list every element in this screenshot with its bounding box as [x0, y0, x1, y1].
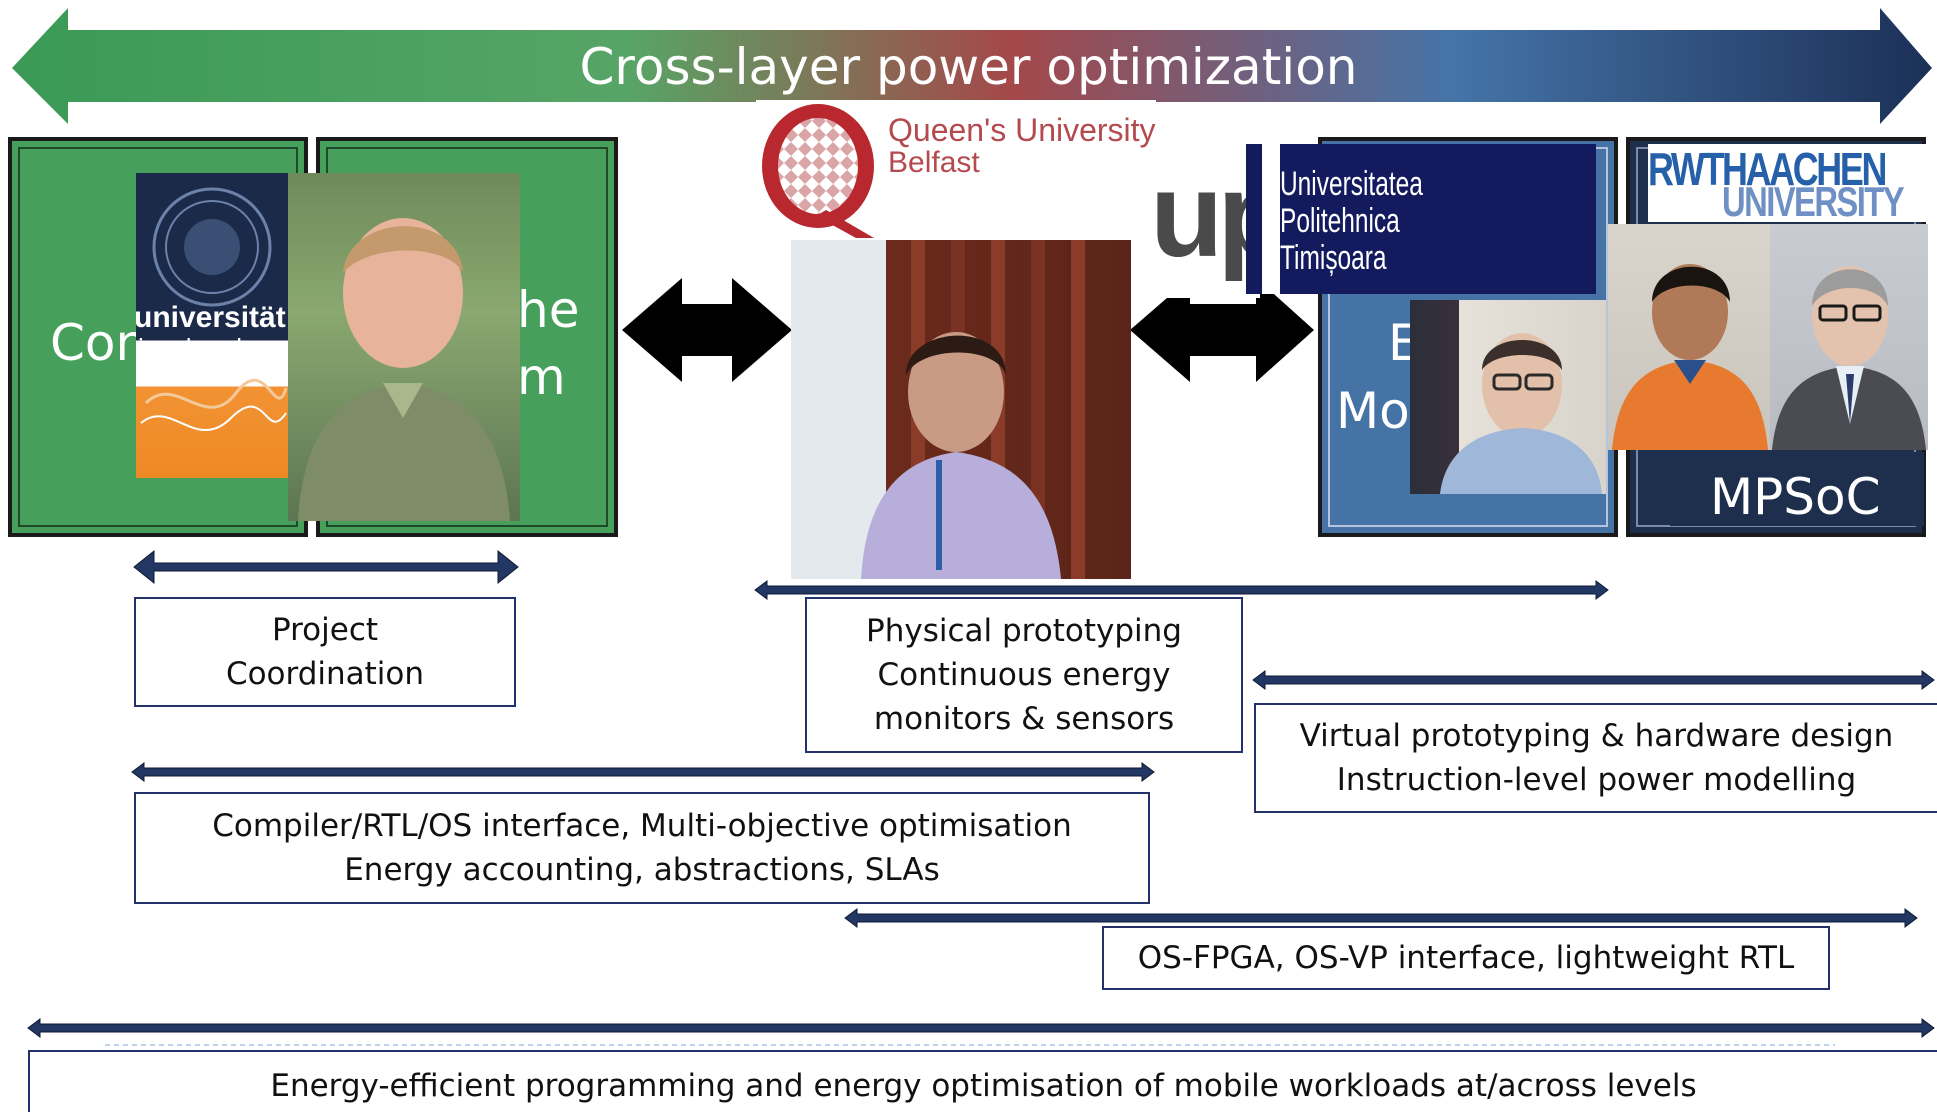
cross-layer-arrow: [12, 8, 1932, 124]
double-arrow-right: [1130, 278, 1314, 382]
box-line: Project: [271, 612, 379, 648]
panel-text-mpsoc: MPSoC: [1710, 468, 1881, 526]
box-line: Coordination: [225, 656, 425, 692]
photo-person-rwth-2: [1770, 224, 1928, 450]
box-physical-prototyping: Physical prototyping Continuous energy m…: [805, 597, 1243, 753]
box-project-coordination: Project Coordination: [134, 597, 516, 707]
innsbruck-logo-line-1: universität: [136, 301, 286, 334]
innsbruck-logo-line-2: innsbruck: [138, 333, 250, 363]
upt-logo: up Universitatea Politehnica Timișoara: [1150, 140, 1604, 298]
rwth-logo: RWTHAACHEN UNIVERSITY: [1648, 144, 1928, 222]
upt-logo-line-2: Politehnica: [1280, 202, 1400, 240]
queens-university-logo: Queen's University Belfast: [756, 100, 1156, 240]
range-arrow-energy: [27, 1018, 1935, 1038]
box-compiler-interface: Compiler/RTL/OS interface, Multi-objecti…: [134, 792, 1150, 904]
range-arrow-os-fpga: [844, 908, 1918, 928]
box-line: monitors & sensors: [873, 701, 1175, 737]
double-arrow-left: [622, 278, 792, 382]
rwth-logo-line-1: RWTHAACHEN: [1648, 144, 1887, 195]
photo-person-rwth-1: [1608, 224, 1770, 450]
box-energy-efficient: Energy-efficient programming and energy …: [28, 1050, 1937, 1112]
box-line: Physical prototyping: [866, 613, 1182, 649]
photo-person-innsbruck: [288, 173, 520, 521]
photo-person-queens: [791, 240, 1131, 579]
panel-text-con: Con: [50, 314, 148, 372]
upt-logo-line-3: Timișoara: [1280, 239, 1387, 277]
range-arrow-compiler: [131, 762, 1155, 782]
box-line: Virtual prototyping & hardware design: [1299, 718, 1894, 754]
box-line: Instruction-level power modelling: [1336, 762, 1857, 798]
panel-text-mo: Mo: [1336, 382, 1410, 440]
panel-text-he: he: [517, 281, 580, 339]
box-line: Compiler/RTL/OS interface, Multi-objecti…: [212, 808, 1072, 844]
box-line: Energy-efficient programming and energy …: [270, 1068, 1697, 1104]
range-arrow-project: [133, 549, 519, 585]
rwth-label-plate: [1670, 452, 1924, 526]
upt-logo-bar: [1262, 144, 1280, 294]
photo-person-upt: [1410, 300, 1606, 494]
upt-logo-line-1: Universitatea: [1280, 165, 1423, 203]
box-line: Energy accounting, abstractions, SLAs: [344, 852, 940, 888]
queens-logo-line-2: Belfast: [888, 146, 980, 179]
range-arrow-virtual: [1252, 670, 1935, 690]
box-line: OS-FPGA, OS-VP interface, lightweight RT…: [1137, 940, 1795, 976]
range-arrow-physical: [754, 580, 1609, 600]
rwth-logo-line-2: UNIVERSITY: [1722, 178, 1905, 222]
panel-text-m: m: [517, 348, 566, 406]
box-line: Continuous energy: [877, 657, 1171, 693]
box-os-fpga: OS-FPGA, OS-VP interface, lightweight RT…: [1102, 926, 1830, 990]
queens-logo-line-1: Queen's University: [888, 112, 1156, 148]
page-title: Cross-layer power optimization: [579, 38, 1358, 96]
innsbruck-logo: universität innsbruck: [136, 173, 288, 478]
upt-logo-plate: [1246, 144, 1596, 294]
box-virtual-prototyping: Virtual prototyping & hardware design In…: [1254, 703, 1937, 813]
